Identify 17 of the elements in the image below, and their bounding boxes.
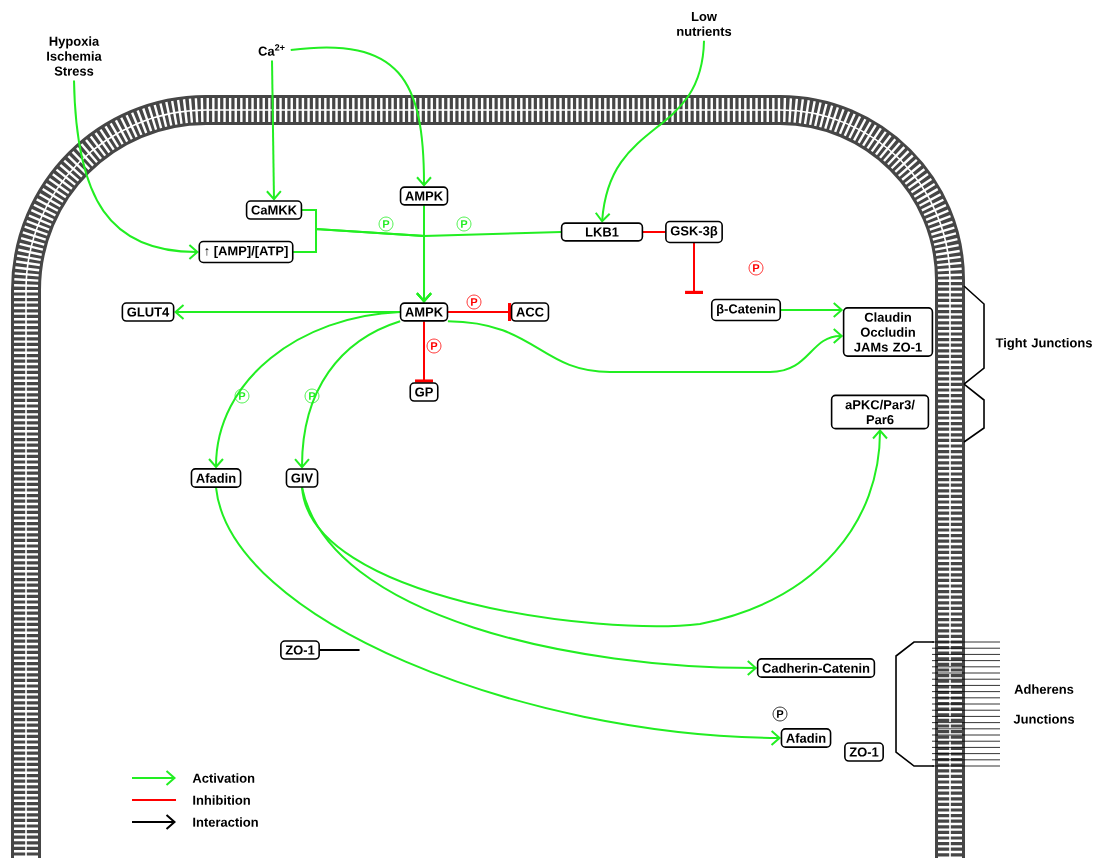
arrow: [779, 302, 844, 318]
arrow: [416, 231, 563, 303]
arrow: [301, 486, 758, 676]
arrow: [265, 59, 282, 201]
arrow: [294, 320, 402, 469]
inhibition-line: [415, 320, 433, 383]
arrow: [446, 320, 844, 373]
arrow: [215, 486, 782, 746]
arrow: [301, 429, 888, 627]
inhibition-line: [685, 241, 703, 294]
leader-line: [318, 649, 361, 651]
arrow: [73, 79, 199, 260]
inhibition-line: [446, 303, 512, 321]
connector-line: [641, 231, 667, 233]
arrow: [289, 46, 432, 187]
arrow: [208, 311, 402, 469]
arrow: [594, 39, 705, 223]
